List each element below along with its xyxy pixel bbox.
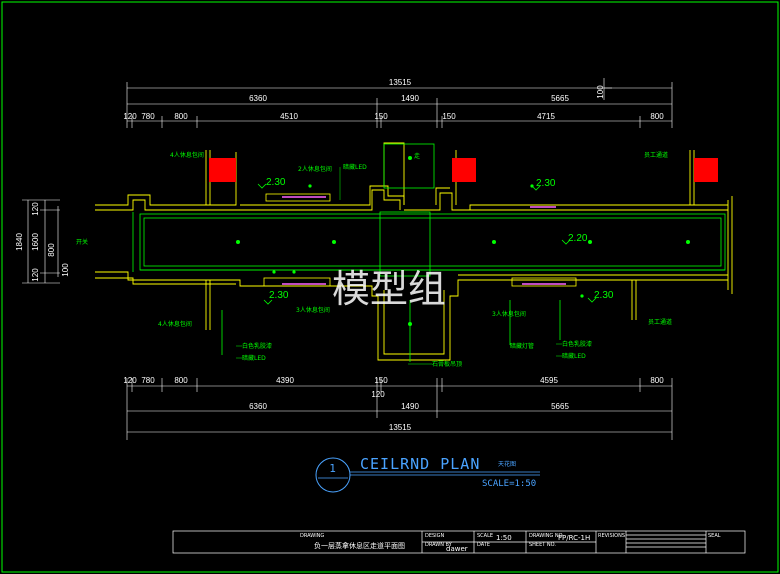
dim-top-seg-5: 150 <box>374 112 388 121</box>
tb-dwg-no-label: DRAWING NO. <box>529 533 564 539</box>
label-top-center-led: 暗藏LED <box>343 163 367 171</box>
columns <box>209 158 718 182</box>
tb-date-label: DATE <box>477 542 490 548</box>
dim-bot-seg-5: 150 <box>374 376 388 385</box>
dim-top-seg-6: 150 <box>442 112 456 121</box>
label-bottom-right-paint: 白色乳胶漆 <box>562 340 592 348</box>
dim-top-side: 100 <box>596 85 605 99</box>
downlight-icon <box>686 240 690 244</box>
dim-bot-seg-3: 800 <box>174 376 188 385</box>
elevation-markers <box>257 183 597 305</box>
dim-top-seg-8: 800 <box>650 112 664 121</box>
downlight-icon <box>588 240 592 244</box>
label-bottom-left-room: 4人休息包间 <box>158 320 192 328</box>
dim-bot-seg-7: 4595 <box>540 376 558 385</box>
light-fixtures <box>263 193 577 287</box>
dim-top-mid-2: 1490 <box>401 94 419 103</box>
dim-bot-mid-3: 5665 <box>551 402 569 411</box>
column-center <box>452 158 476 182</box>
dim-bot-seg-8: 800 <box>650 376 664 385</box>
dim-top-seg-4: 4510 <box>280 112 298 121</box>
label-bottom-center-room: 3人休息包间 <box>296 306 330 314</box>
tb-drawing-label: DRAWING <box>300 533 324 539</box>
ceiling-lines <box>132 143 726 362</box>
tb-dwg-no-val: FP/RC-1H <box>558 534 590 542</box>
dim-top-seg-2: 780 <box>141 112 155 121</box>
dim-top-seg-7: 4715 <box>537 112 555 121</box>
dim-top-mid-1: 6360 <box>249 94 267 103</box>
label-bottom-center-ceiling: 石膏板吊顶 <box>432 360 462 368</box>
left-dimensions <box>22 199 60 284</box>
title-number: 1 <box>329 462 337 475</box>
label-top-right-room: 员工通道 <box>644 151 668 159</box>
label-bottom-left-led: 暗藏LED <box>242 354 266 362</box>
title-scale: SCALE=1:50 <box>482 479 536 489</box>
dim-bot-mid-2: 1490 <box>401 402 419 411</box>
dim-left-2: 1600 <box>31 233 40 251</box>
label-top-center-room: 2人休息包间 <box>298 165 332 173</box>
tb-drawn-val: dawer <box>446 545 468 553</box>
title-block <box>172 530 746 554</box>
dim-top-mid-3: 5665 <box>551 94 569 103</box>
label-bottom-right-room: 3人休息包间 <box>492 310 526 318</box>
label-bottom-right-side: 员工通道 <box>648 318 672 326</box>
downlight-icon <box>408 156 412 160</box>
label-left-side: 开关 <box>76 238 88 246</box>
dim-bot-seg-1: 120 <box>123 376 137 385</box>
watermark-text: 模型组 <box>332 267 446 311</box>
title-sub: 天花图 <box>498 460 516 468</box>
dim-left-1: 120 <box>31 202 40 216</box>
dim-top-total: 13515 <box>389 78 412 87</box>
title-text: CEILRND PLAN <box>360 455 480 473</box>
elevation-3: 2.20 <box>568 233 588 244</box>
drawing-title <box>315 457 540 493</box>
tb-seal-label: SEAL <box>708 533 721 539</box>
plan-walls <box>95 142 733 361</box>
tb-design-label: DESIGN <box>425 533 445 539</box>
dim-top-seg-1: 120 <box>123 112 137 121</box>
leader-lines <box>236 167 562 365</box>
downlight-icon <box>492 240 496 244</box>
label-bottom-right-led: 暗藏LED <box>562 352 586 360</box>
dim-bot-total: 13515 <box>389 423 412 432</box>
elevation-2: 2.30 <box>269 290 289 301</box>
downlight-icon <box>236 240 240 244</box>
column-left <box>209 158 236 182</box>
dim-bot-mid-1: 6360 <box>249 402 267 411</box>
downlight-icon <box>408 322 412 326</box>
tb-revisions-label: REVISIONS <box>598 533 625 539</box>
top-dimensions <box>126 78 673 128</box>
tb-drawn-label: DRAWN BY <box>425 542 453 548</box>
light-strips <box>282 196 566 285</box>
label-bottom-left-paint: 白色乳胶漆 <box>242 342 272 350</box>
bottom-dimensions <box>126 378 673 440</box>
dim-bot-seg-2: 780 <box>141 376 155 385</box>
dim-bot-seg-6: 120 <box>371 390 385 399</box>
label-top-mid: 走 <box>414 152 420 160</box>
dim-left-5: 800 <box>47 243 56 257</box>
elevation-1: 2.30 <box>266 177 286 188</box>
column-right <box>694 158 718 182</box>
tb-sheet-label: SHEET NO. <box>529 542 556 548</box>
dim-top-seg-3: 800 <box>174 112 188 121</box>
label-top-left-room: 4人休息包间 <box>170 151 204 159</box>
tb-drawing-name: 负一层蒸拿休息区走道平面图 <box>314 541 405 550</box>
dim-left-3: 120 <box>31 268 40 282</box>
label-bottom-right-tube: 暗藏灯管 <box>510 342 534 350</box>
dim-left-4: 1840 <box>15 233 24 251</box>
dim-bot-seg-4: 4390 <box>276 376 294 385</box>
downlight-icon <box>332 240 336 244</box>
elevation-5: 2.30 <box>594 290 614 301</box>
tb-scale-val: 1:50 <box>496 534 512 542</box>
dim-left-6: 100 <box>61 263 70 277</box>
tb-scale-label: SCALE <box>477 533 493 539</box>
elevation-4: 2.30 <box>536 178 556 189</box>
downlights <box>236 156 690 326</box>
